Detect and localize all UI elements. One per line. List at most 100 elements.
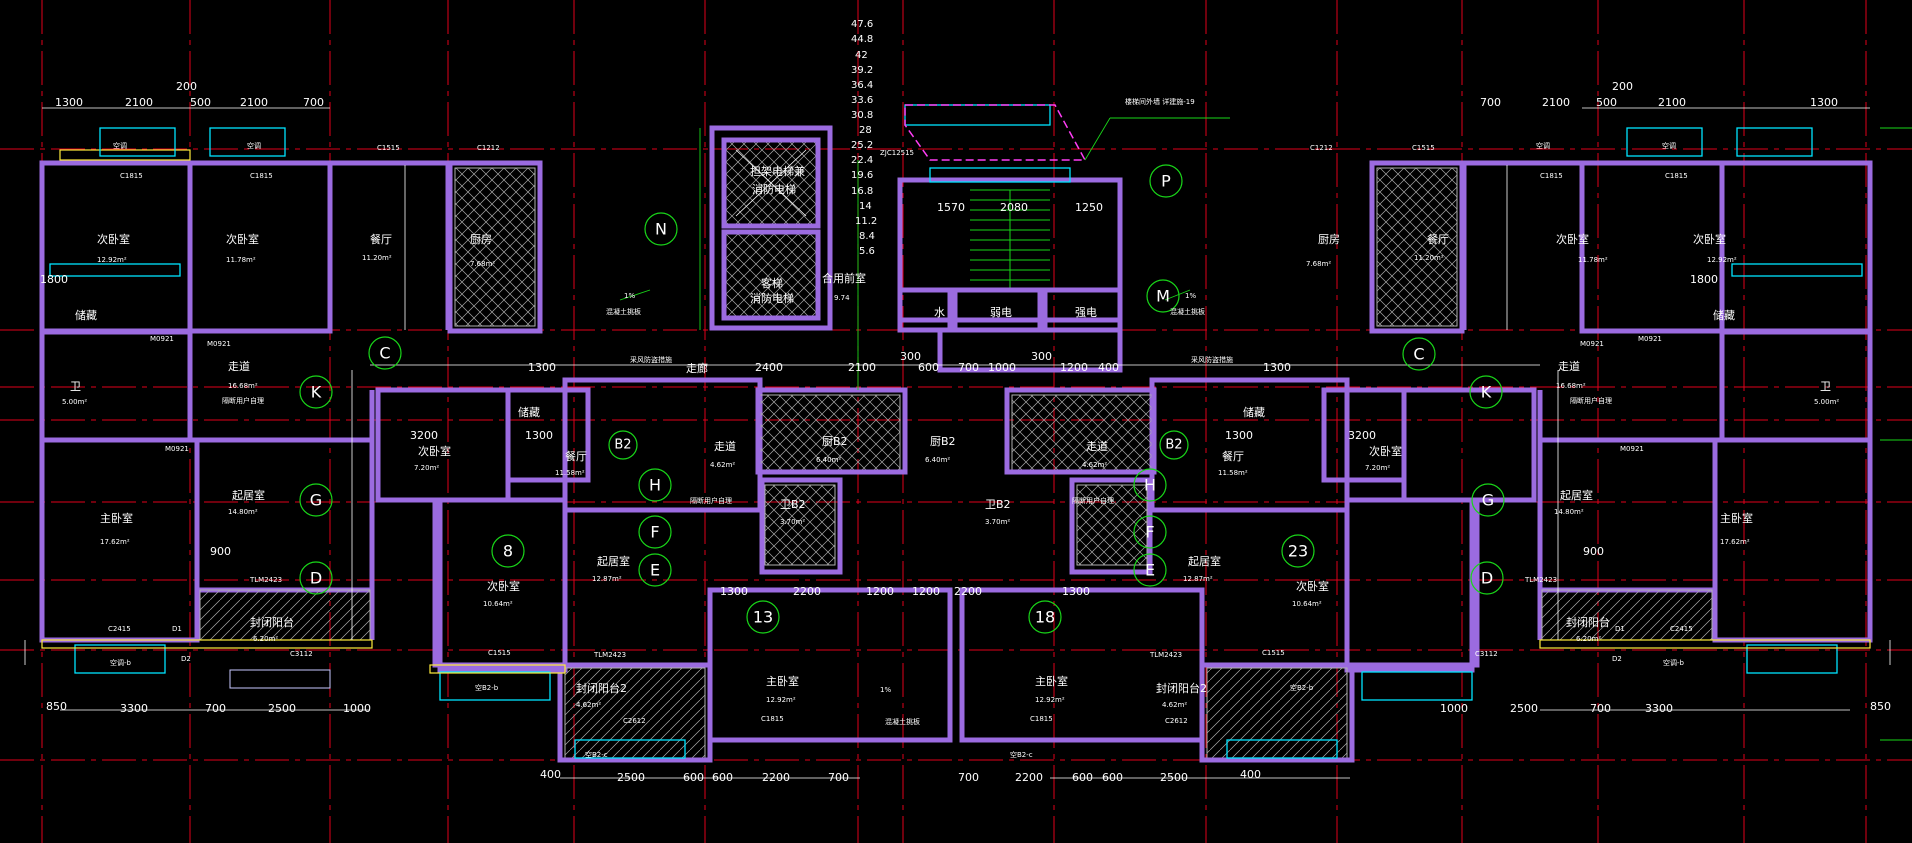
dim-top-r5: 1300 [1810,96,1838,109]
room-zoudao-r: 走道 [1558,359,1580,373]
note-caifeng-l: 采风防盗措施 [630,355,672,364]
left-unit-labels: 次卧室 12.92m² 次卧室 11.78m² 餐厅 11.20m² 厨房 7.… [40,141,500,715]
axis-label-m: M [1156,287,1170,306]
dim-1300-l3: 1300 [720,585,748,598]
dim-1800-l: 1800 [40,273,68,286]
door-tlm-l: TLM2423 [249,576,282,584]
note-zoudao-l: 隔断用户自理 [222,396,264,405]
dim-700-l: 700 [205,702,226,715]
room-b2-canting-l: 餐厅 [565,449,587,463]
area-yangtai-l: 6.20m² [253,635,278,643]
dim-1200-l: 1200 [866,585,894,598]
win-c1515-c-l: C1515 [488,649,511,657]
dim-top-l1: 1300 [55,96,83,109]
level-13: 11.2 [855,216,877,227]
room-qiangdian: 强电 [1075,306,1097,319]
win-c1815-r1: C1815 [1540,172,1563,180]
room-b2-canting-r: 餐厅 [1222,449,1244,463]
axis-bubble-g-right [1471,483,1505,517]
ac-b2c-r: 空B2-c [1010,750,1033,759]
axis-label-d-left: D [310,569,322,588]
dim-1000-l: 1000 [343,702,371,715]
area-zhuwoshi-r: 17.62m² [1720,538,1750,546]
area-b2-ciwo2-l: 7.20m² [414,464,439,472]
right-unit-walls [959,127,1873,763]
dim-1570: 1570 [937,201,965,214]
note-b2-l: 隔断用户自理 [690,496,732,505]
dim-850-l: 850 [46,700,67,713]
win-c1212-l: C1212 [477,144,500,152]
ac-b2-r: 空B2-b [1290,683,1314,692]
area-b2-yangtai-l: 4.62m² [576,701,601,709]
win-c2415-l: C2415 [108,625,131,633]
ac-label-r3: 空调-b [1663,658,1685,667]
level-2: 42 [855,50,868,61]
room-b2-zhuwo-l: 主卧室 [766,674,799,688]
door-m0921-r3: M0921 [1620,445,1644,453]
axis-bubble-d-right [1470,561,1504,595]
axis-bubble-f-right [1133,515,1167,549]
dim-900-r: 900 [1583,545,1604,558]
note-stair: 楼梯间外墙 详建施-19 [1125,97,1195,106]
area-wei-r: 5.00m² [1814,398,1839,406]
level-12: 14 [859,201,872,212]
room-zoudao-l: 走道 [228,359,250,373]
level-8: 25.2 [851,140,873,151]
area-b2-wei-l: 3.70m² [780,518,805,526]
dim-top-r3: 500 [1596,96,1617,109]
note-hunningtu-c: 混凝土挑板 [885,717,920,726]
dim-850-r: 850 [1870,700,1891,713]
slope-c: 1% [880,686,891,694]
level-0: 47.6 [851,19,873,30]
room-wei-l: 卫 [70,380,81,393]
room-ciwoshi-r: 次卧室 [1693,232,1726,246]
axis-bubble-n [644,212,678,246]
dim-1300-r3: 1300 [1062,585,1090,598]
note-zjc: ZJC12515 [880,149,914,157]
axis-bubble-h-left [638,468,672,502]
dim-1000-r: 1000 [1440,702,1468,715]
dim-700-c: 700 [958,361,979,374]
room-b2-ciwo-l: 次卧室 [487,579,520,593]
door-d2-r: D2 [1612,655,1622,663]
win-c3112-l: C3112 [290,650,313,658]
dim-900-l: 900 [210,545,231,558]
area-b2-chu-l: 6.40m² [816,456,841,464]
area-b2-qiju-l: 12.87m² [592,575,622,583]
door-m0921-l1: M0921 [150,335,174,343]
door-d1-r: D1 [1615,625,1625,633]
dim-3200-l: 3200 [410,429,438,442]
axis-label-8: 8 [503,542,513,561]
dim-3300-l: 3300 [120,702,148,715]
door-m0921-r2: M0921 [1638,335,1662,343]
level-4: 36.4 [851,80,873,91]
room-chucang-l: 储藏 [75,308,97,322]
dim-1300-c2: 1300 [1263,361,1291,374]
win-c1815-l2: C1815 [250,172,273,180]
b2-right-labels: 走道 4.62m² 隔断用户自理 厨B2 6.40m² 卫B2 3.70m² 餐… [925,405,1402,784]
room-yangtai-l: 封闭阳台 [250,615,294,629]
area-b2-qiju-r: 12.87m² [1183,575,1213,583]
dim-2500-cbr: 2500 [1160,771,1188,784]
level-15: 5.6 [859,246,875,257]
axis-label-h-left: H [649,476,661,495]
dim-1000-c: 1000 [988,361,1016,374]
room-b2-qiju-r: 起居室 [1188,554,1221,568]
axis-bubble-h-right [1133,468,1167,502]
room-ruodian: 弱电 [990,306,1012,319]
room-canting-r: 餐厅 [1427,232,1449,246]
axis-label-h-right: H [1144,476,1156,495]
dim-top-200-right: 200 [1612,80,1633,93]
dim-1800-r: 1800 [1690,273,1718,286]
ac-label-l1: 空调 [113,141,127,150]
axis-bubble-k-left [299,375,333,409]
axis-label-f-left: F [650,523,659,542]
dim-1300-r2: 1300 [1225,429,1253,442]
win-c2415-r: C2415 [1670,625,1693,633]
area-b2-zoudao-l: 4.62m² [710,461,735,469]
axis-label-18: 18 [1035,608,1055,627]
win-c1515-r: C1515 [1412,144,1435,152]
room-b2-yangtai-r: 封闭阳台2 [1156,681,1207,695]
